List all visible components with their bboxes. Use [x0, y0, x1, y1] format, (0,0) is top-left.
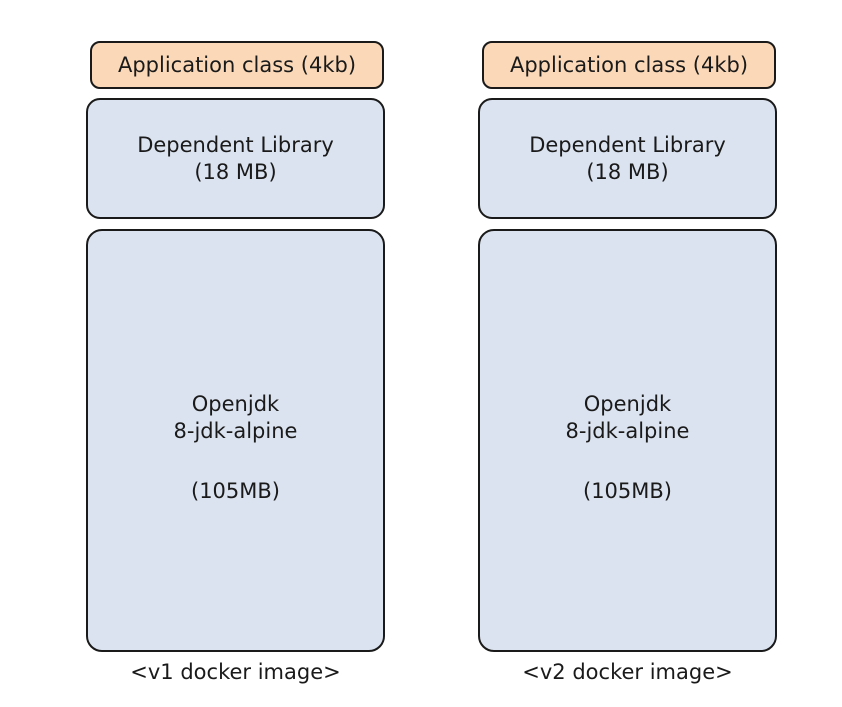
- layer-size-line: (105MB): [583, 478, 672, 503]
- layer-application-class-v2: Application class (4kb): [482, 41, 776, 89]
- caption-v2-docker-image: <v2 docker image>: [522, 660, 733, 684]
- layer-label-line: Openjdk: [191, 392, 280, 416]
- layer-openjdk-base-v1: Openjdk 8-jdk-alpine (105MB): [86, 229, 385, 652]
- layer-application-class-v1: Application class (4kb): [90, 41, 384, 89]
- layer-size-line: (105MB): [191, 478, 280, 503]
- layer-label-line: Application class (4kb): [117, 52, 357, 77]
- layer-label-line-2: 8-jdk-alpine: [173, 418, 298, 443]
- layer-dependent-library-v2: Dependent Library (18 MB): [478, 98, 777, 219]
- layer-label-line: Dependent Library: [529, 132, 726, 157]
- layer-dependent-library-v1: Dependent Library (18 MB): [86, 98, 385, 219]
- layer-size-line: (18 MB): [194, 159, 277, 184]
- layer-label-line-2: 8-jdk-alpine: [565, 418, 690, 443]
- layer-openjdk-text-block: Openjdk 8-jdk-alpine (105MB): [88, 391, 383, 505]
- docker-image-stack-v1: Application class (4kb) Dependent Librar…: [86, 41, 385, 685]
- caption-v1-docker-image: <v1 docker image>: [130, 660, 341, 684]
- layer-size-line: (18 MB): [586, 159, 669, 184]
- docker-image-stack-v2: Application class (4kb) Dependent Librar…: [478, 41, 777, 685]
- layer-openjdk-base-v2: Openjdk 8-jdk-alpine (105MB): [478, 229, 777, 652]
- layer-label-line: Application class (4kb): [509, 52, 749, 77]
- layer-openjdk-text-block: Openjdk 8-jdk-alpine (105MB): [480, 391, 775, 505]
- layer-label-line: Dependent Library: [137, 132, 334, 157]
- layer-label-line: Openjdk: [583, 392, 672, 416]
